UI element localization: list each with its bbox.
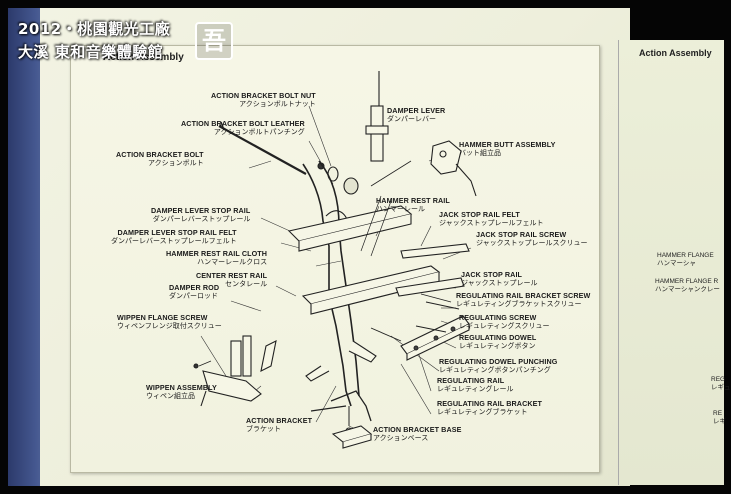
- action-assembly-diagram: [193, 71, 477, 449]
- wippen-assembly: [193, 335, 277, 407]
- damper-lever: [365, 71, 389, 162]
- poster-title: Action Assembly: [103, 52, 184, 63]
- watermark-text: 2012・桃園觀光工廠 大溪 東和音樂體驗館: [18, 18, 170, 62]
- hammer-butt: [370, 140, 477, 197]
- right-poster-title: Action Assembly: [639, 48, 712, 58]
- watermark-line-2: 大溪 東和音樂體驗館: [18, 43, 164, 61]
- action-bracket-bolt: [218, 121, 359, 195]
- action-assembly-poster: Action Assembly: [70, 45, 600, 473]
- watermark-logo: 吾: [195, 22, 233, 60]
- rails: [287, 195, 470, 361]
- regulating-screws: [370, 293, 460, 351]
- action-bracket-foot: [310, 390, 373, 449]
- watermark-line-1: 2012・桃園觀光工廠: [18, 20, 171, 38]
